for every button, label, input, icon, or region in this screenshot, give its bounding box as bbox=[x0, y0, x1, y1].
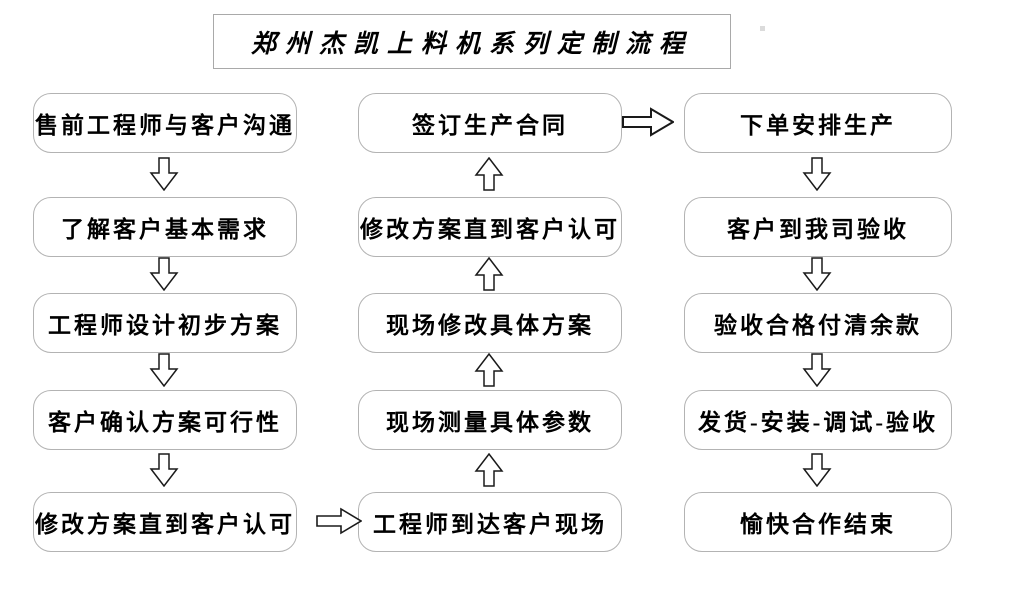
anchor-mark bbox=[760, 26, 765, 31]
node-confirm-feasibility: 客户确认方案可行性 bbox=[33, 390, 297, 450]
node-pay-remaining-balance: 验收合格付清余款 bbox=[684, 293, 952, 353]
node-presale-communication: 售前工程师与客户沟通 bbox=[33, 93, 297, 153]
node-customer-acceptance-visit: 客户到我司验收 bbox=[684, 197, 952, 257]
node-engineer-arrives-onsite: 工程师到达客户现场 bbox=[358, 492, 622, 552]
node-measure-parameters-onsite: 现场测量具体参数 bbox=[358, 390, 622, 450]
node-place-order-production: 下单安排生产 bbox=[684, 93, 952, 153]
title-box: 郑州杰凯上料机系列定制流程 bbox=[213, 14, 731, 69]
arrow-down-icon bbox=[802, 353, 832, 387]
node-revise-until-approved: 修改方案直到客户认可 bbox=[33, 492, 297, 552]
arrow-down-icon bbox=[149, 157, 179, 191]
arrow-up-icon bbox=[474, 453, 504, 487]
arrow-down-icon bbox=[149, 453, 179, 487]
node-revise-onsite-until-approved: 修改方案直到客户认可 bbox=[358, 197, 622, 257]
arrow-down-icon bbox=[149, 353, 179, 387]
arrow-down-icon bbox=[802, 453, 832, 487]
node-design-draft-plan: 工程师设计初步方案 bbox=[33, 293, 297, 353]
node-ship-install-debug-accept: 发货-安装-调试-验收 bbox=[684, 390, 952, 450]
node-understand-needs: 了解客户基本需求 bbox=[33, 197, 297, 257]
arrow-right-icon bbox=[316, 507, 362, 535]
page-title: 郑州杰凯上料机系列定制流程 bbox=[250, 30, 693, 58]
arrow-down-icon bbox=[149, 257, 179, 291]
arrow-up-icon bbox=[474, 157, 504, 191]
arrow-down-icon bbox=[802, 157, 832, 191]
node-modify-plan-onsite: 现场修改具体方案 bbox=[358, 293, 622, 353]
arrow-up-icon bbox=[474, 257, 504, 291]
arrow-down-icon bbox=[802, 257, 832, 291]
arrow-up-icon bbox=[474, 353, 504, 387]
arrow-right-icon bbox=[622, 107, 674, 137]
node-sign-contract: 签订生产合同 bbox=[358, 93, 622, 153]
node-cooperation-end: 愉快合作结束 bbox=[684, 492, 952, 552]
